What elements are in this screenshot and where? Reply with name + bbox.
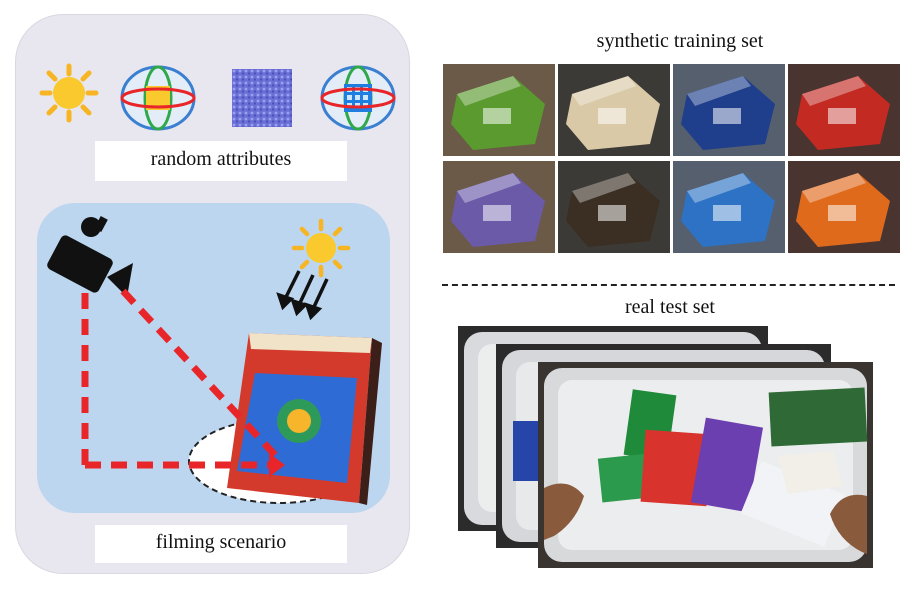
dark-box-thumbnail — [558, 161, 670, 253]
cream-box-thumbnail — [558, 64, 670, 156]
product-package-icon — [227, 333, 382, 505]
tray-front-icon — [538, 362, 873, 568]
blue-bottle-thumbnail — [673, 64, 785, 156]
sphere-lighting-icon — [120, 65, 196, 131]
light-rays-icon — [276, 270, 329, 321]
blue-box-thumbnail — [673, 161, 785, 253]
random-attributes-box — [95, 141, 347, 181]
filming-scenario-box — [95, 525, 347, 563]
green-box-thumbnail — [443, 64, 555, 156]
camera-path-lines — [81, 288, 278, 469]
orange-pack-thumbnail — [788, 161, 900, 253]
red-box-thumbnail — [788, 64, 900, 156]
filming-scenario-drawing — [47, 215, 382, 505]
white-purple-pack-thumbnail — [443, 161, 555, 253]
random-attributes-label: random attributes — [150, 148, 292, 170]
section-divider — [442, 284, 895, 286]
real-test-set-title: real test set — [625, 296, 715, 318]
camera-icon — [47, 215, 133, 297]
arrow-head — [269, 453, 285, 477]
sphere-texture-icon — [320, 65, 396, 131]
sun-icon — [291, 218, 351, 278]
filming-scenario-label: filming scenario — [155, 531, 287, 553]
texture-patch-icon — [232, 69, 292, 127]
synthetic-training-set-title: synthetic training set — [596, 30, 764, 52]
real-test-trays — [458, 326, 873, 568]
sun-icon — [39, 63, 99, 123]
